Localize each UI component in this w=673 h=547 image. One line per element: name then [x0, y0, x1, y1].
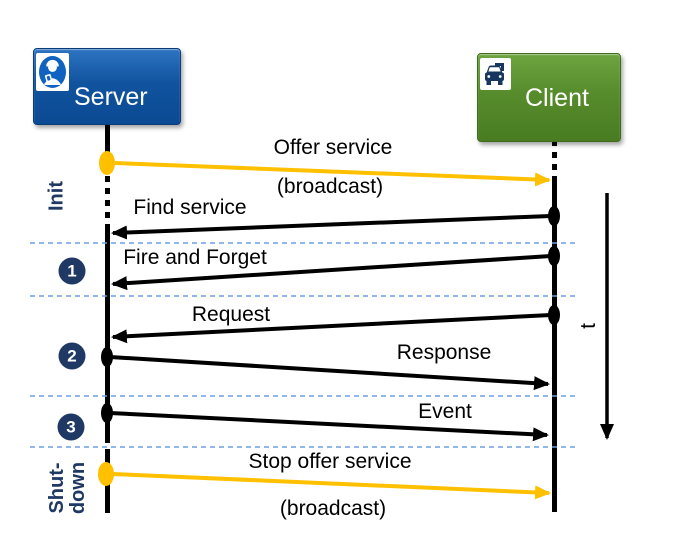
find-service-arrow — [111, 214, 552, 240]
offer-origin-dot — [99, 151, 115, 175]
find-origin-dot — [548, 206, 560, 226]
response-arrow — [109, 355, 550, 391]
stop-offer-service-arrow — [112, 472, 551, 500]
phase-label-shutdown: Shut- down — [46, 461, 89, 515]
fire-and-forget-arrow — [111, 254, 552, 291]
time-axis-label: t — [577, 323, 600, 329]
phase-badge-3: 3 — [57, 413, 85, 441]
event-origin-dot — [101, 403, 113, 423]
client-label: Client — [525, 84, 589, 112]
event-label: Event — [418, 400, 472, 423]
event-arrow — [109, 411, 549, 442]
server-lifeline-dotted-2 — [105, 437, 110, 451]
phase-label-shutdown-line2: down — [67, 461, 89, 515]
stop-offer-service-sublabel: (broadcast) — [279, 497, 387, 520]
server-label: Server — [74, 83, 148, 111]
client-lifeline-dotted — [552, 140, 557, 181]
response-origin-dot — [101, 347, 113, 367]
offer-service-sublabel: (broadcast) — [276, 175, 384, 198]
request-origin-dot — [548, 305, 560, 325]
phase-badge-2: 2 — [58, 342, 86, 370]
server-lifeline-dotted — [105, 176, 110, 228]
client-lifeline-main — [552, 181, 557, 512]
phase-label-shutdown-line1: Shut- — [46, 462, 68, 514]
client-actor-box: Client — [477, 53, 621, 142]
server-actor-box: Server — [33, 48, 181, 125]
offer-service-arrow — [114, 161, 551, 187]
offer-service-label: Offer service — [273, 136, 393, 159]
engineer-icon — [36, 53, 69, 91]
fire-and-forget-label: Fire and Forget — [123, 246, 267, 269]
phase-label-init: Init — [45, 181, 68, 211]
request-label: Request — [191, 303, 271, 326]
stop-offer-origin-dot — [98, 462, 114, 486]
fire-and-forget-origin-dot — [548, 246, 560, 266]
phase-badge-1: 1 — [58, 257, 86, 285]
request-arrow — [111, 313, 552, 344]
stop-offer-service-label: Stop offer service — [248, 450, 412, 473]
server-lifeline-main — [105, 228, 110, 437]
find-service-label: Find service — [133, 196, 247, 219]
server-lifeline-top — [105, 122, 110, 155]
car-icon — [480, 58, 511, 90]
response-label: Response — [396, 341, 492, 364]
